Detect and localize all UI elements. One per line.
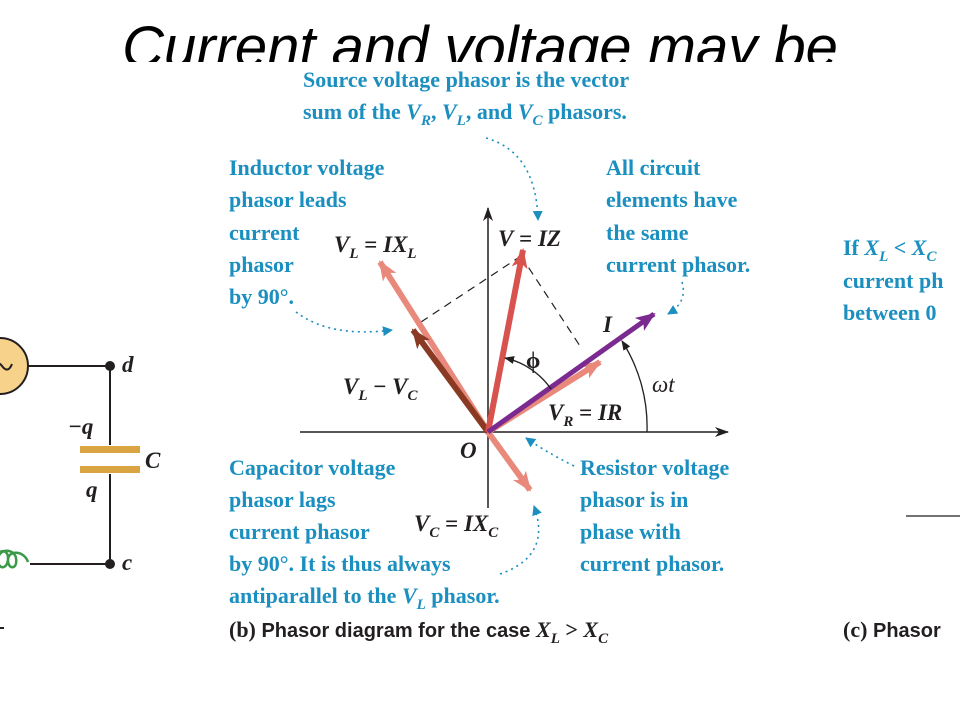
- callout-capacitor-line-2: phasor lags: [229, 487, 336, 512]
- callout-all-line-4: current phasor.: [606, 252, 750, 277]
- callout-inductor-line-3: current: [229, 220, 300, 245]
- ac-source-icon: [0, 337, 29, 395]
- callout-inductor-line-4: phasor: [229, 252, 294, 277]
- callout-capacitor-line-1: Capacitor voltage: [229, 455, 396, 480]
- node-c-dot: [105, 559, 115, 569]
- current-phasor: [486, 311, 656, 435]
- callout-resistor-line-4: current phasor.: [580, 551, 724, 576]
- label-origin: O: [460, 438, 477, 463]
- callout-resistor-line-2: phasor is in: [580, 487, 688, 512]
- callout-all-line-2: elements have: [606, 187, 738, 212]
- callout-capacitor-line-3: current phasor: [229, 519, 370, 544]
- label-vl-minus-vc: VL − VC: [343, 374, 418, 404]
- callout-right-partial: If XL < XC current ph between 0: [843, 235, 943, 325]
- callout-all-line-3: the same: [606, 220, 689, 245]
- callout-all-elements: All circuit elements have the same curre…: [606, 155, 750, 277]
- dashed-construction-left: [420, 255, 522, 323]
- callout-resistor: Resistor voltage phasor is in phase with…: [580, 455, 730, 576]
- callout-inductor-line-1: Inductor voltage: [229, 155, 385, 180]
- phi-angle-arc: [504, 356, 552, 390]
- label-phi: ϕ: [526, 348, 540, 373]
- capacitor-voltage-phasor: [485, 430, 533, 492]
- callout-capacitor: Capacitor voltage phasor lags current ph…: [229, 455, 500, 613]
- callout-capacitor-pointer: [499, 505, 542, 575]
- label-omega-t: ωt: [652, 372, 675, 397]
- node-c-label: c: [122, 550, 132, 575]
- callout-resistor-line-3: phase with: [580, 519, 681, 544]
- omega-t-angle-arc: [621, 340, 648, 433]
- caption-b: (b) Phasor diagram for the case XL > XC: [229, 617, 609, 647]
- net-reactive-voltage-phasor: [410, 328, 491, 434]
- callout-right-line-1: If XL < XC: [843, 235, 937, 265]
- slide-title: Current and voltage may be: [0, 0, 960, 63]
- label-vc-ixc: VC = IXC: [414, 511, 499, 541]
- callout-source-line-1: Source voltage phasor is the vector: [303, 67, 629, 92]
- label-v-iz: V = IZ: [498, 226, 561, 251]
- capacitor-plate-bottom: [80, 466, 140, 473]
- callout-inductor-line-2: phasor leads: [229, 187, 347, 212]
- callout-capacitor-line-5: antiparallel to the VL phasor.: [229, 583, 500, 613]
- inductor-coil-icon: [0, 549, 30, 569]
- callout-capacitor-line-4: by 90°. It is thus always: [229, 551, 451, 576]
- capacitor-plate-top: [80, 446, 140, 453]
- slide-title-text: Current and voltage may be: [122, 15, 838, 63]
- capacitor-label: C: [145, 448, 161, 473]
- sine-wave-icon: [0, 362, 13, 371]
- node-d-label: d: [122, 352, 134, 377]
- callout-source-pointer: [485, 137, 543, 221]
- callout-resistor-line-1: Resistor voltage: [580, 455, 730, 480]
- callout-source-line-2: sum of the VR, VL, and VC phasors.: [303, 99, 627, 129]
- source-voltage-phasor: [485, 248, 528, 433]
- callout-inductor-pointer: [295, 311, 393, 337]
- callout-source-voltage: Source voltage phasor is the vector sum …: [303, 67, 629, 129]
- callout-right-line-3: between 0: [843, 300, 936, 325]
- dashed-construction-right: [520, 255, 581, 347]
- callout-all-pointer: [667, 281, 685, 315]
- label-vr-ir: VR = IR: [548, 400, 622, 430]
- label-current-i: I: [602, 312, 613, 337]
- callout-resistor-pointer: [525, 437, 575, 467]
- node-d-dot: [105, 361, 115, 371]
- callout-all-line-1: All circuit: [606, 155, 701, 180]
- callout-right-line-2: current ph: [843, 268, 943, 293]
- charge-positive-label: q: [86, 477, 98, 502]
- callout-inductor-line-5: by 90°.: [229, 284, 294, 309]
- caption-c: (c) Phasor: [843, 617, 941, 642]
- circuit-partial: d c −q q C: [0, 337, 161, 629]
- charge-negative-label: −q: [68, 414, 93, 439]
- callout-inductor: Inductor voltage phasor leads current ph…: [229, 155, 385, 309]
- label-vl-ixl: VL = IXL: [334, 232, 417, 262]
